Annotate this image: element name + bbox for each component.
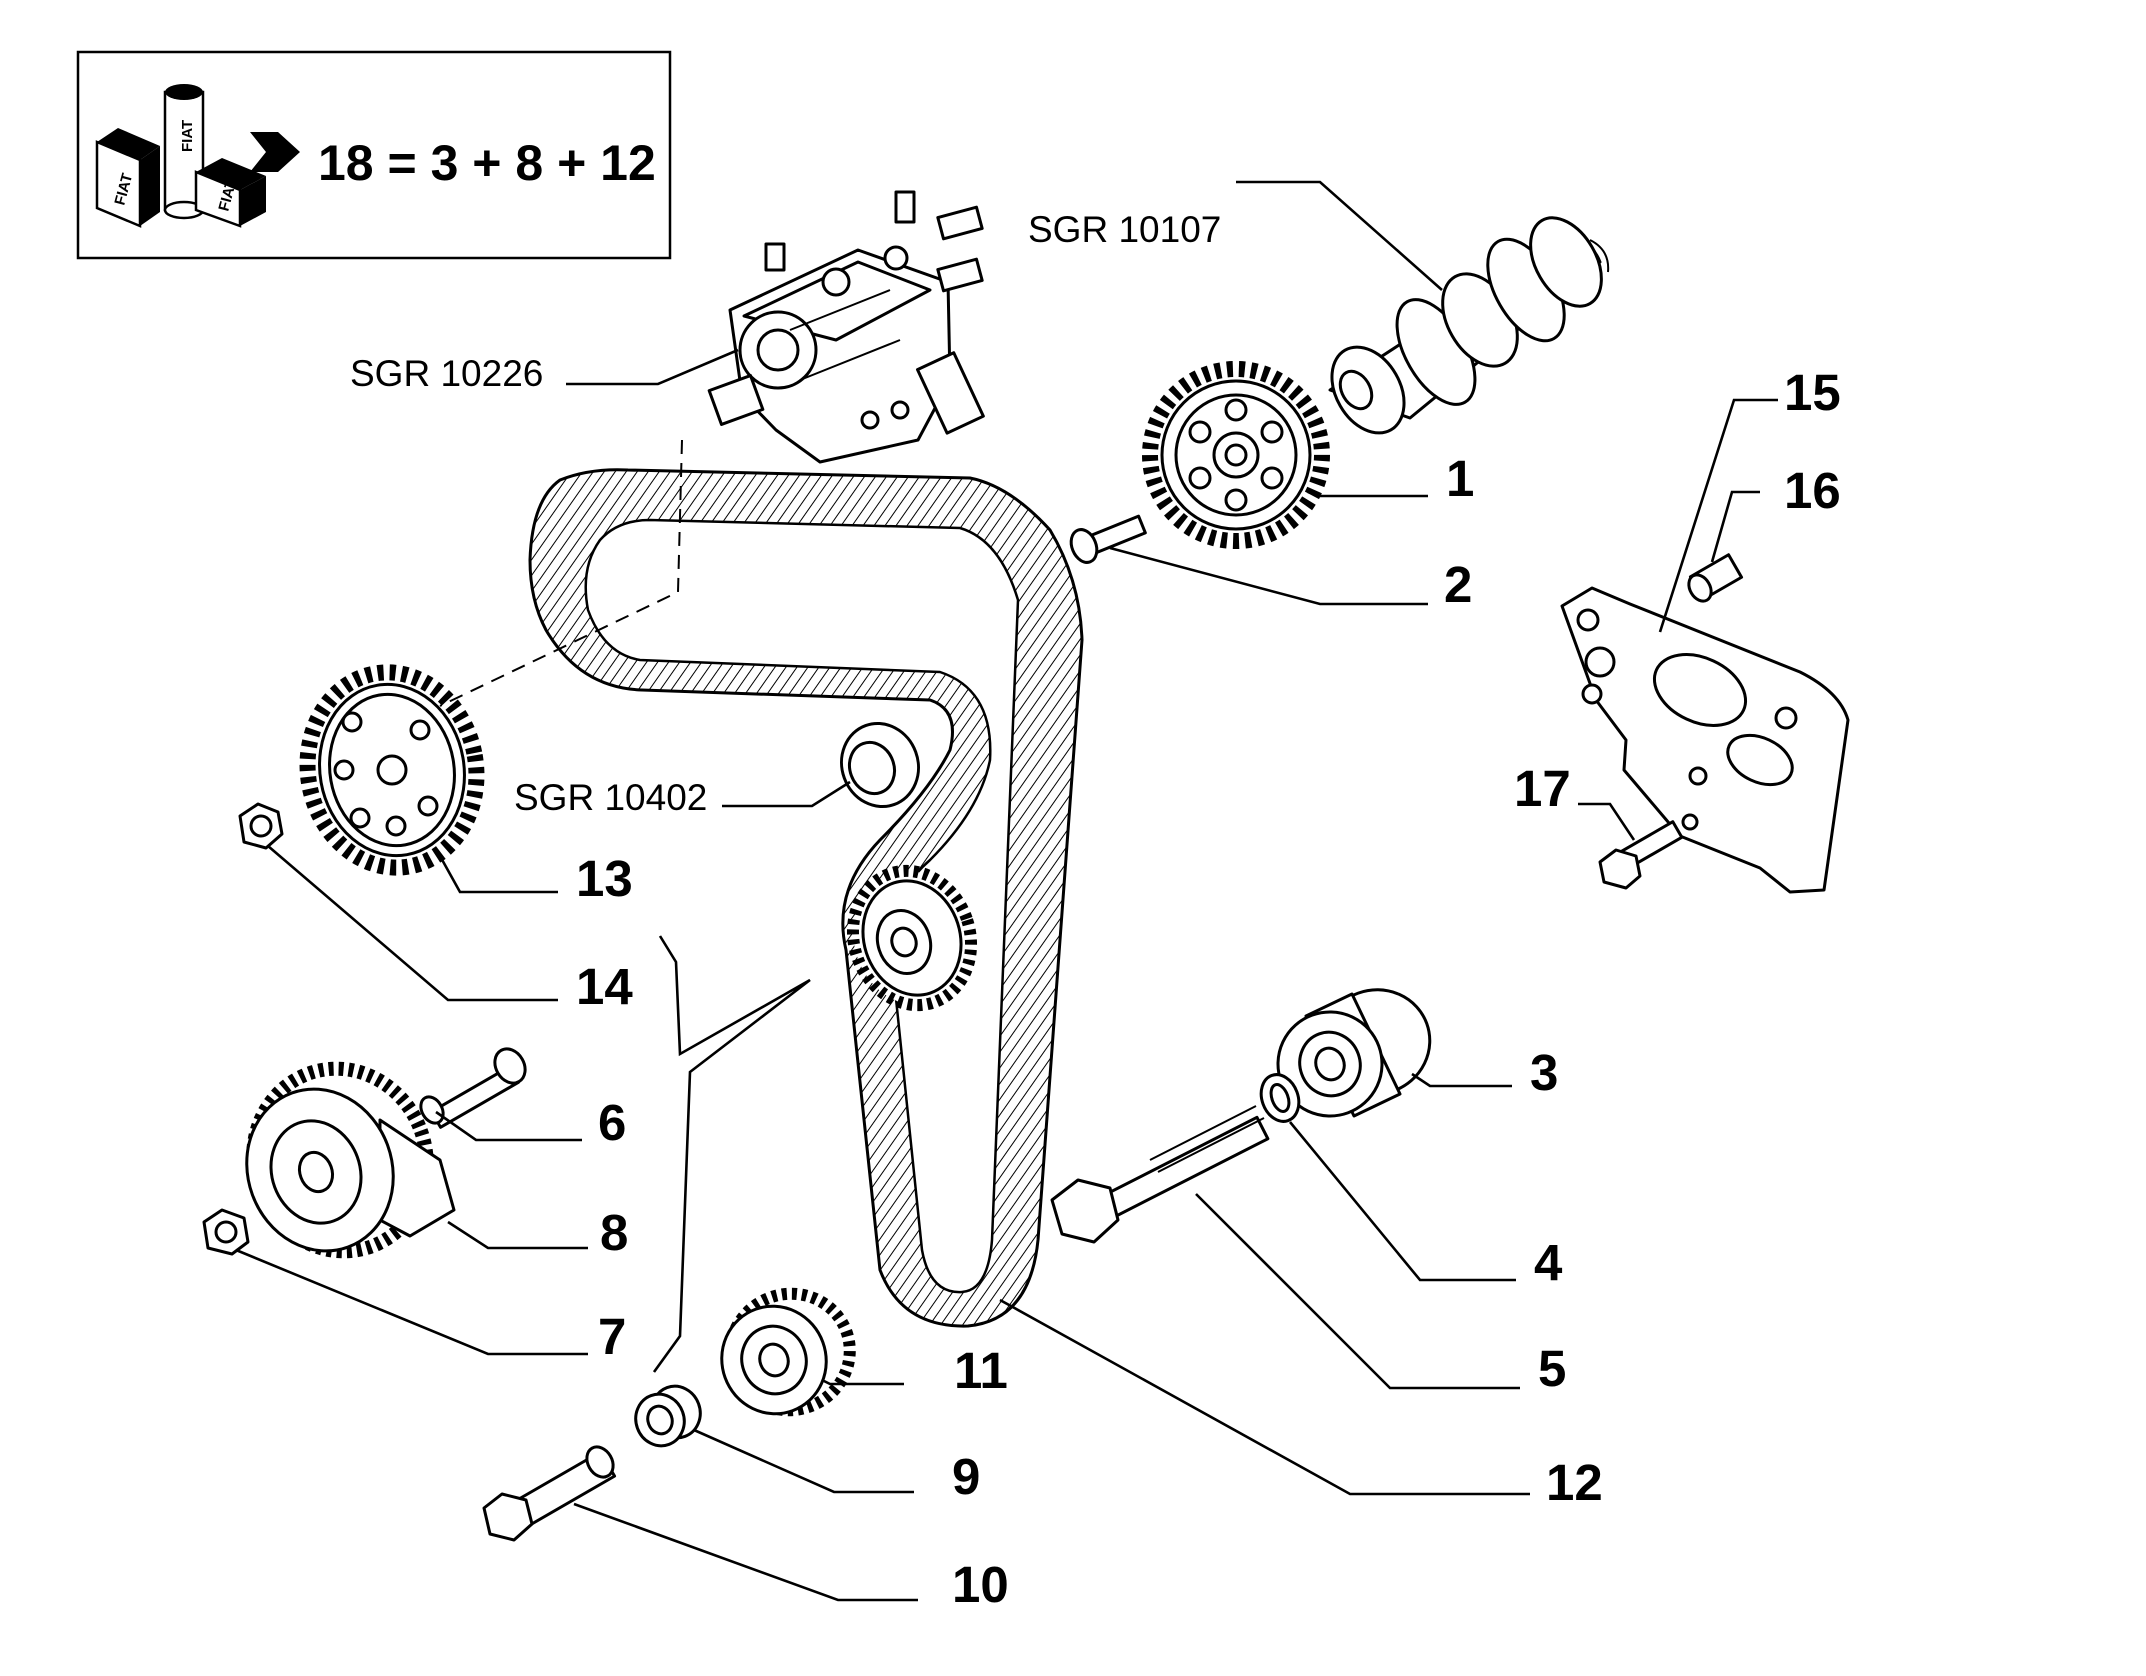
camshaft-pulley — [1142, 361, 1330, 549]
pulley-bolt — [1069, 514, 1147, 564]
idler-bolt — [1050, 1105, 1270, 1244]
callout-2: 2 — [1444, 556, 1472, 613]
callout-16: 16 — [1784, 462, 1841, 519]
callout-12: 12 — [1546, 1454, 1603, 1511]
flanged-bolt — [482, 1445, 617, 1542]
tool-label-sgr-10107: SGR 10107 — [1028, 209, 1221, 250]
bracket-bolt — [1598, 820, 1684, 890]
callout-3: 3 — [1530, 1044, 1558, 1101]
tool-label-sgr-10402: SGR 10402 — [514, 777, 707, 818]
callout-1: 1 — [1446, 450, 1474, 507]
spacer-ring — [1259, 1073, 1301, 1123]
timing-belt — [528, 468, 1084, 1328]
callout-15: 15 — [1784, 364, 1841, 421]
tensioner-stud — [419, 1047, 527, 1129]
callout-14: 14 — [576, 958, 633, 1015]
callout-6: 6 — [598, 1094, 626, 1151]
kit-parts-icon: FIAT FIAT FIAT — [95, 84, 300, 228]
callout-5: 5 — [1538, 1340, 1566, 1397]
callout-11: 11 — [954, 1342, 1008, 1399]
callout-13: 13 — [576, 850, 633, 907]
idler-roller — [1276, 988, 1432, 1118]
callout-17: 17 — [1514, 760, 1571, 817]
cover-bracket — [1560, 586, 1850, 894]
pump-pulley-nut — [238, 802, 284, 850]
dowel-pin — [1687, 553, 1744, 603]
bushing — [634, 1384, 702, 1448]
tool-label-sgr-10226: SGR 10226 — [350, 353, 543, 394]
injection-pump — [707, 190, 985, 464]
kit-box: FIAT FIAT FIAT 18 = 3 + 8 + 12 — [76, 50, 672, 260]
belt-idler — [840, 721, 920, 809]
leader-lines — [235, 180, 1778, 1602]
belt-tension-pulley — [846, 864, 978, 1012]
callout-9: 9 — [952, 1448, 980, 1505]
callout-10: 10 — [952, 1556, 1009, 1613]
crankshaft-sprocket — [720, 1287, 856, 1417]
tensioner-nut — [202, 1208, 250, 1256]
callout-7: 7 — [598, 1308, 626, 1365]
kit-brand-cylinder: FIAT — [179, 120, 196, 152]
callout-8: 8 — [600, 1204, 628, 1261]
camshaft — [1328, 216, 1610, 435]
tensioner-pulley — [245, 1061, 456, 1259]
callout-4: 4 — [1534, 1234, 1563, 1291]
alignment-line — [439, 439, 683, 707]
pump-pulley — [299, 664, 485, 876]
kit-formula: 18 = 3 + 8 + 12 — [318, 135, 656, 191]
